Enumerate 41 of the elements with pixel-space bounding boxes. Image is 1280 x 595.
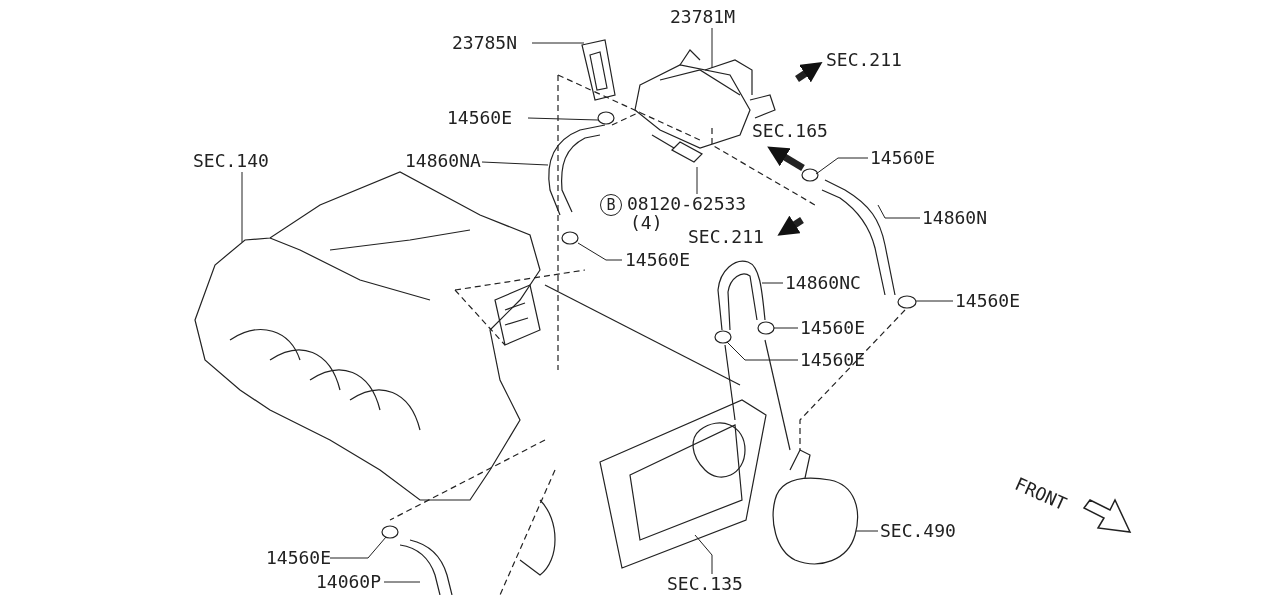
leader-line: [577, 242, 623, 261]
leader-line: [711, 27, 713, 69]
leader-line: [694, 534, 713, 575]
part-number: 14560E: [800, 350, 866, 370]
leader-line: [761, 282, 784, 284]
part-number: 14860NC: [785, 273, 861, 293]
leader-line: [815, 157, 869, 175]
part-number: 14560E: [800, 318, 866, 338]
part-number: 08120-62533: [627, 194, 747, 214]
quantity: (4): [630, 213, 663, 233]
part-number: 14060P: [316, 572, 382, 592]
part-number: 14560E: [266, 548, 332, 568]
part-number: 14560E: [625, 250, 691, 270]
leader-line: [915, 300, 954, 302]
leader-line: [531, 42, 585, 44]
leader-line: [241, 171, 243, 243]
section-reference: SEC.140: [193, 151, 269, 171]
section-reference: SEC.135: [667, 574, 743, 594]
part-number: 14560E: [870, 148, 936, 168]
leader-line: [696, 166, 698, 195]
part-number: 14860NA: [405, 151, 481, 171]
section-reference: SEC.211: [688, 227, 764, 247]
section-arrow: [767, 146, 805, 171]
leader-line: [527, 117, 599, 121]
section-arrow: [795, 62, 823, 83]
section-reference: SEC.165: [752, 121, 828, 141]
leader-line: [855, 530, 879, 532]
part-number: 14560E: [955, 291, 1021, 311]
section-reference: SEC.490: [880, 521, 956, 541]
part-number: 14860N: [922, 208, 988, 228]
part-number: 23781M: [670, 7, 736, 27]
part-number: 14560E: [447, 108, 513, 128]
leader-line: [877, 204, 921, 219]
section-reference: SEC.211: [826, 50, 902, 70]
leader-line: [773, 327, 799, 329]
leader-line: [383, 581, 421, 583]
leader-line: [726, 341, 799, 361]
leader-line: [481, 161, 549, 166]
leader-line: [329, 536, 387, 559]
section-arrow: [777, 215, 804, 236]
part-number: 23785N: [452, 33, 518, 53]
